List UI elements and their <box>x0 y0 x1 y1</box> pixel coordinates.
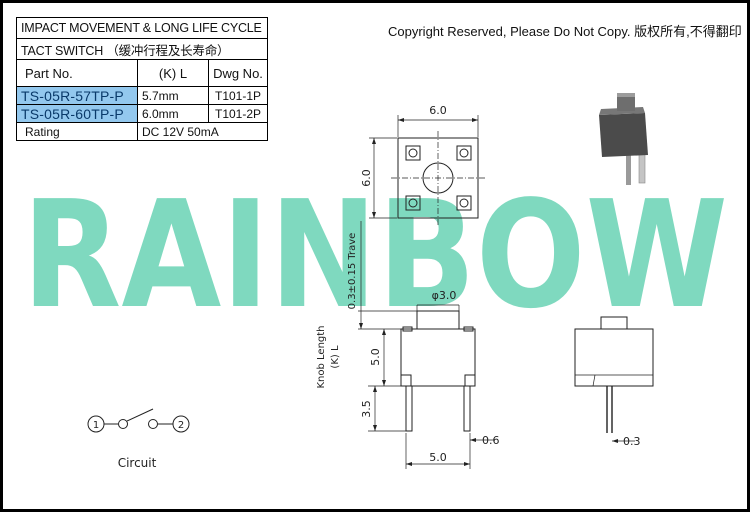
rating-row: Rating DC 12V 50mA <box>16 122 268 141</box>
length-cell: 5.7mm <box>137 86 209 105</box>
top-view-terminals <box>405 145 472 211</box>
dim-side-pin: 0.3 <box>623 435 641 448</box>
rainbow-watermark: RAINBOW <box>22 169 728 341</box>
table-title-line1: IMPACT MOVEMENT & LONG LIFE CYCLE <box>16 17 268 39</box>
length-cell: 6.0mm <box>137 104 209 123</box>
top-view-outline <box>397 137 479 219</box>
column-header-part-no: Part No. <box>16 59 138 87</box>
knob-length-label: Knob Length <box>316 325 327 388</box>
front-view-body <box>400 328 476 387</box>
rating-value: DC 12V 50mA <box>137 122 268 141</box>
dim-pin-length: 3.5 <box>360 400 373 418</box>
side-view-body <box>574 328 654 387</box>
part-number-cell: TS-05R-57TP-P <box>16 86 138 105</box>
part-number-cell: TS-05R-60TP-P <box>16 104 138 123</box>
dwg-cell: T101-2P <box>208 104 268 123</box>
spec-table: IMPACT MOVEMENT & LONG LIFE CYCLE TACT S… <box>16 17 268 141</box>
dim-top-width: 6.0 <box>429 104 447 117</box>
knob-length-symbol: (K) L <box>330 345 341 369</box>
table-row: TS-05R-60TP-P 6.0mm T101-2P <box>16 104 268 123</box>
column-header-dwg-no: Dwg No. <box>208 59 268 87</box>
rating-label: Rating <box>16 122 138 141</box>
circuit-node-1: 1 <box>93 420 99 431</box>
top-view-knob <box>422 162 454 194</box>
circuit-symbol <box>87 408 190 433</box>
table-header-row: Part No. (K) L Dwg No. <box>16 59 268 87</box>
front-view-pin-right <box>463 385 471 432</box>
dim-top-height: 6.0 <box>360 169 373 187</box>
circuit-label: Circuit <box>118 456 157 470</box>
dim-pin-width: 0.6 <box>482 434 500 447</box>
dim-body-width: 5.0 <box>429 451 447 464</box>
circuit-node-2: 2 <box>178 420 184 431</box>
dim-travel: 0.3±0.15 Trave <box>347 233 358 310</box>
switch-product-image <box>599 93 648 185</box>
dim-body-height: 5.0 <box>369 348 382 366</box>
table-subtitle-row: TACT SWITCH （缓冲行程及长寿命） <box>16 38 268 60</box>
dim-knob-diameter: φ3.0 <box>432 289 457 302</box>
table-title-line2: TACT SWITCH （缓冲行程及长寿命） <box>16 38 268 60</box>
front-view-pin-left <box>405 385 413 432</box>
technical-drawing: RAINBOW <box>22 93 728 470</box>
table-title-row: IMPACT MOVEMENT & LONG LIFE CYCLE <box>16 17 268 39</box>
copyright-notice: Copyright Reserved, Please Do Not Copy. … <box>388 24 742 39</box>
